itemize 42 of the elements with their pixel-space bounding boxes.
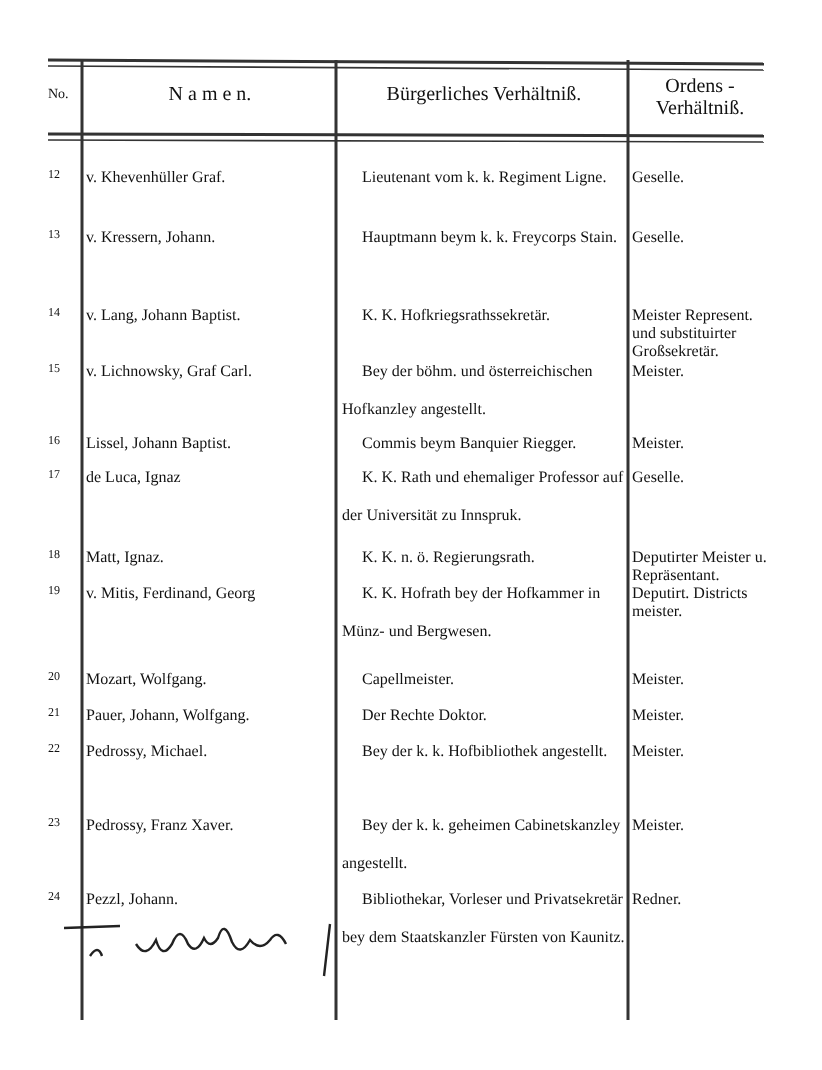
lodge-rank: Meister.: [632, 362, 686, 380]
civil-status: Der Rechte Doktor.: [360, 704, 489, 728]
lodge-rank: Meister.: [632, 816, 686, 834]
lodge-rank: Meister.: [632, 670, 686, 688]
member-name: v. Lichnowsky, Graf Carl.: [86, 362, 254, 380]
column-header: Ordens - Verhältniß.: [653, 76, 747, 120]
civil-status: Bey der k. k. geheimen Cabinetskanzley angestellt.: [342, 814, 623, 876]
lodge-rank: Meister Represent. und substituirter Großsekretär.: [632, 306, 755, 360]
lodge-rank: Deputirter Meister u. Repräsentant.: [632, 548, 768, 584]
lodge-rank: Deputirt. Districts meister.: [632, 584, 750, 620]
civil-status: Lieutenant vom k. k. Regiment Ligne.: [360, 166, 609, 190]
lodge-rank: Redner.: [632, 890, 684, 908]
member-name: Pauer, Johann, Wolfgang.: [86, 706, 252, 724]
member-name: Lissel, Johann Baptist.: [86, 434, 233, 452]
member-name: de Luca, Ignaz: [86, 468, 183, 486]
member-name: v. Kressern, Johann.: [86, 228, 218, 246]
member-name: Pedrossy, Michael.: [86, 742, 210, 760]
lodge-rank: Meister.: [632, 742, 686, 760]
civil-status: Capellmeister.: [360, 668, 456, 692]
civil-status: Commis beym Banquier Riegger.: [360, 432, 579, 456]
member-name: v. Mitis, Ferdinand, Georg: [86, 584, 258, 602]
civil-status: K. K. Hofrath bey der Hofkammer in Münz- und Bergwesen.: [342, 582, 603, 644]
member-name: Matt, Ignaz.: [86, 548, 166, 566]
lodge-rank: Geselle.: [632, 468, 686, 486]
civil-status: Bibliothekar, Vorleser und Privatsekretär bey dem Staatskanzler Fürsten von Kaunitz.: [342, 888, 626, 950]
member-name: Pezzl, Johann.: [86, 890, 180, 908]
member-name: v. Lang, Johann Baptist.: [86, 306, 243, 324]
civil-status: Hauptmann beym k. k. Freycorps Stain.: [360, 226, 620, 250]
lodge-rank: Meister.: [632, 434, 686, 452]
column-header: Bürgerliches Verhältniß.: [384, 84, 584, 106]
civil-status: K. K. Hofkriegsrathssekretär.: [360, 304, 552, 328]
column-header: N a m e n.: [166, 84, 254, 106]
member-name: Mozart, Wolfgang.: [86, 670, 209, 688]
civil-status: Bey der k. k. Hofbibliothek angestellt.: [360, 740, 610, 764]
civil-status: Bey der böhm. und österreichischen Hofkanzley angestellt.: [342, 360, 595, 422]
lodge-rank: Geselle.: [632, 168, 686, 186]
lodge-rank: Geselle.: [632, 228, 686, 246]
civil-status: K. K. Rath und ehemaliger Professor auf der Universität zu Innspruk.: [342, 466, 626, 528]
lodge-rank: Meister.: [632, 706, 686, 724]
member-name: v. Khevenhüller Graf.: [86, 168, 228, 186]
civil-status: K. K. n. ö. Regierungsrath.: [360, 546, 537, 570]
member-name: Pedrossy, Franz Xaver.: [86, 816, 236, 834]
